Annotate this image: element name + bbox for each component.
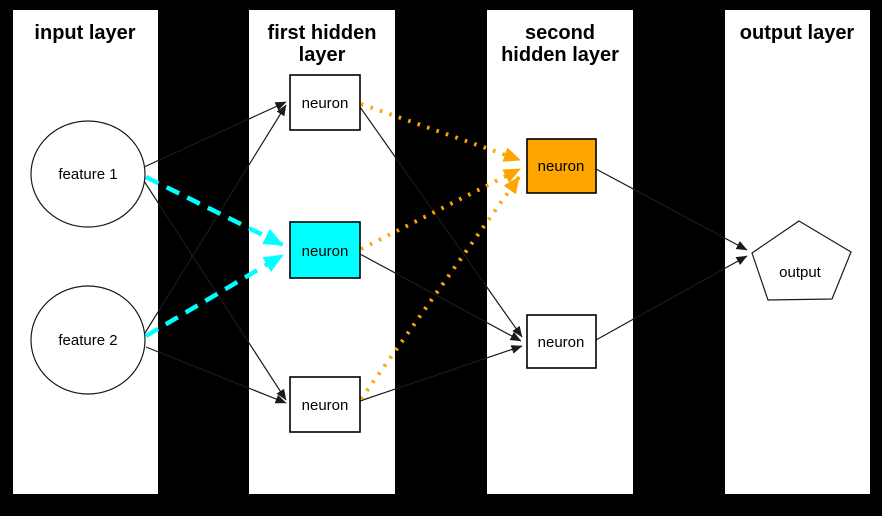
- edge-h1top-to-h2bottom: [359, 106, 523, 338]
- node-output: [751, 220, 852, 301]
- edge-feature2-to-h1top: [144, 104, 287, 334]
- edge-feature2-to-h1bottom: [145, 346, 287, 404]
- title-first-hidden-line1: first hidden: [268, 22, 377, 44]
- node-h2-neuron-bottom: [526, 314, 597, 369]
- edges-orange: [359, 102, 521, 401]
- node-h1-neuron-bottom: [289, 376, 361, 433]
- node-h1-neuron-bottom-label: neuron: [302, 397, 349, 414]
- edge-feature1-to-h1top: [143, 101, 287, 168]
- node-feature-2-label: feature 2: [58, 332, 117, 349]
- node-feature-1-label: feature 1: [58, 166, 117, 183]
- title-input-layer: input layer: [34, 22, 135, 44]
- edge-h1top-to-h2top-highlighted: [360, 102, 521, 162]
- title-first-hidden-line2: layer: [299, 44, 346, 66]
- panel-second-hidden-layer: [487, 10, 633, 494]
- edge-h1bottom-to-h2bottom: [359, 345, 523, 402]
- edge-h1middle-to-h2bottom: [359, 253, 522, 342]
- node-h1-neuron-middle-highlighted: [289, 221, 361, 279]
- edge-h2bottom-to-output: [595, 255, 748, 341]
- edge-feature1-to-h1middle-highlighted: [144, 174, 285, 248]
- node-feature-1: [30, 120, 146, 228]
- panel-input-layer: [13, 10, 158, 494]
- title-output-layer: output layer: [740, 22, 855, 44]
- node-output-label: output: [779, 264, 822, 281]
- edges-black: [143, 101, 748, 404]
- edges-cyan: [144, 174, 285, 338]
- edge-feature2-to-h1middle-highlighted: [144, 253, 285, 338]
- node-h1-neuron-top-label: neuron: [302, 95, 349, 112]
- edge-h2top-to-output: [595, 168, 748, 251]
- title-second-hidden-line2: hidden layer: [501, 44, 619, 66]
- node-h2-neuron-top-label: neuron: [538, 158, 585, 175]
- node-h2-neuron-top-highlighted: [526, 138, 597, 194]
- node-h1-neuron-top: [289, 74, 361, 131]
- title-second-hidden-line1: second: [525, 22, 595, 44]
- edge-feature1-to-h1bottom: [143, 180, 287, 401]
- node-feature-2: [30, 285, 146, 395]
- node-h2-neuron-bottom-label: neuron: [538, 334, 585, 351]
- node-h1-neuron-middle-label: neuron: [302, 243, 349, 260]
